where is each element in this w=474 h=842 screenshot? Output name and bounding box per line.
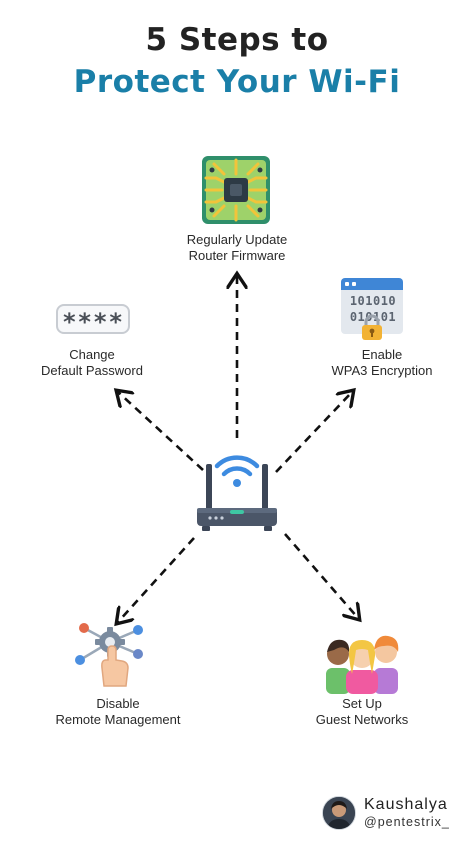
- step-password-line-1: Change: [69, 347, 115, 362]
- title-line-1: 5 Steps to: [145, 22, 329, 58]
- password-mask: ****: [62, 308, 124, 336]
- arrow-to-password: [118, 392, 204, 471]
- padlock-icon: [362, 314, 382, 340]
- password-field-icon: ****: [56, 304, 130, 336]
- remote-network-hand-icon: [75, 623, 143, 687]
- step-remote-line-1: Disable: [96, 696, 140, 711]
- step-wpa3-line-1: Enable: [361, 347, 403, 362]
- arrow-to-wpa3: [275, 392, 352, 473]
- step-firmware-label: Regularly Update Router Firmware: [137, 232, 337, 264]
- step-firmware-line-1: Regularly Update: [186, 232, 288, 247]
- author-handle: @pentestrix_: [364, 815, 450, 829]
- step-remote-label: Disable Remote Management: [28, 696, 208, 728]
- step-guest-line-2: Guest Networks: [315, 712, 409, 727]
- step-password-line-2: Default Password: [41, 363, 143, 378]
- step-password-label: Change Default Password: [2, 347, 182, 379]
- person-avatar-icon: [323, 797, 355, 829]
- title-line-2: Protect Your Wi-Fi: [73, 64, 401, 100]
- step-guest-label: Set Up Guest Networks: [272, 696, 452, 728]
- wifi-router-icon: [197, 455, 277, 531]
- guests-group-icon: [326, 635, 399, 694]
- step-firmware-line-2: Router Firmware: [188, 248, 286, 263]
- step-guest-line-1: Set Up: [342, 696, 382, 711]
- circuit-board-icon: [202, 156, 270, 224]
- arrow-to-remote: [118, 537, 195, 622]
- binary-row-1: 101010: [349, 294, 397, 308]
- window-titlebar: [341, 278, 403, 290]
- step-wpa3-line-2: WPA3 Encryption: [331, 363, 433, 378]
- author-avatar: [322, 796, 356, 830]
- encrypted-window-icon: 101010 010101: [341, 278, 403, 340]
- step-wpa3-label: Enable WPA3 Encryption: [292, 347, 472, 379]
- author-name: Kaushalya: [364, 796, 448, 813]
- step-remote-line-2: Remote Management: [55, 712, 181, 727]
- arrow-to-guest: [284, 533, 358, 618]
